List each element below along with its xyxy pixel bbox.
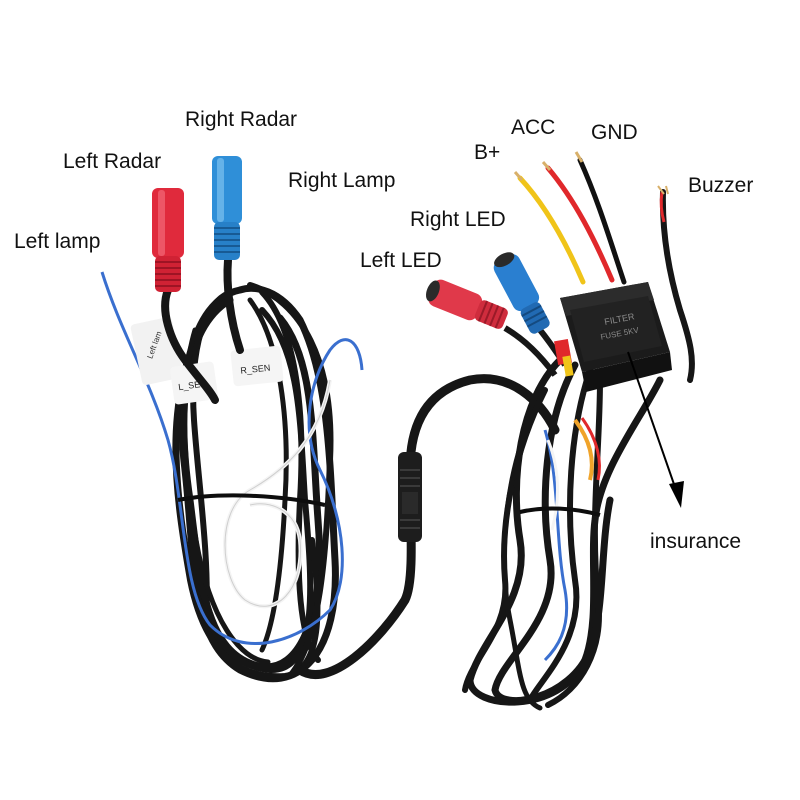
buzzer-wire	[659, 189, 695, 383]
inline-connector	[398, 452, 422, 542]
left-led-cable	[503, 325, 558, 377]
right-radar-connector	[212, 156, 242, 260]
right-coil-blue-wire	[543, 429, 568, 662]
sleeve-tag-right-sensor: R_SEN	[240, 363, 271, 376]
acc-wire-yellow	[517, 175, 586, 285]
right-cable-coil	[462, 356, 664, 711]
label-left-lamp: Left lamp	[14, 230, 101, 253]
left-radar-cable	[161, 286, 219, 404]
right-coil-white-wire	[546, 439, 560, 531]
label-left-radar: Left Radar	[63, 150, 162, 173]
left-lamp-blue-wire	[100, 271, 364, 646]
label-right-led: Right LED	[410, 208, 506, 231]
label-insurance: insurance	[650, 530, 742, 553]
label-right-lamp: Right Lamp	[288, 169, 396, 192]
label-acc: ACC	[511, 116, 556, 139]
left-radar-connector	[152, 188, 184, 292]
left-cable-tie	[177, 493, 326, 507]
insurance-arrow	[627, 351, 684, 508]
right-radar-cable	[223, 256, 244, 354]
filter-fuse-box	[554, 282, 672, 392]
left-cable-coil	[172, 282, 339, 683]
label-left-led: Left LED	[360, 249, 442, 272]
label-right-radar: Right Radar	[185, 108, 298, 131]
label-gnd: GND	[591, 121, 638, 144]
right-led-connector	[493, 252, 550, 334]
gnd-wire-black	[577, 157, 627, 285]
label-buzzer: Buzzer	[688, 174, 754, 197]
right-cable-tie	[519, 506, 601, 517]
left-led-connector	[426, 279, 508, 329]
label-b-plus: B+	[474, 141, 501, 164]
bplus-wire-red	[545, 165, 615, 283]
